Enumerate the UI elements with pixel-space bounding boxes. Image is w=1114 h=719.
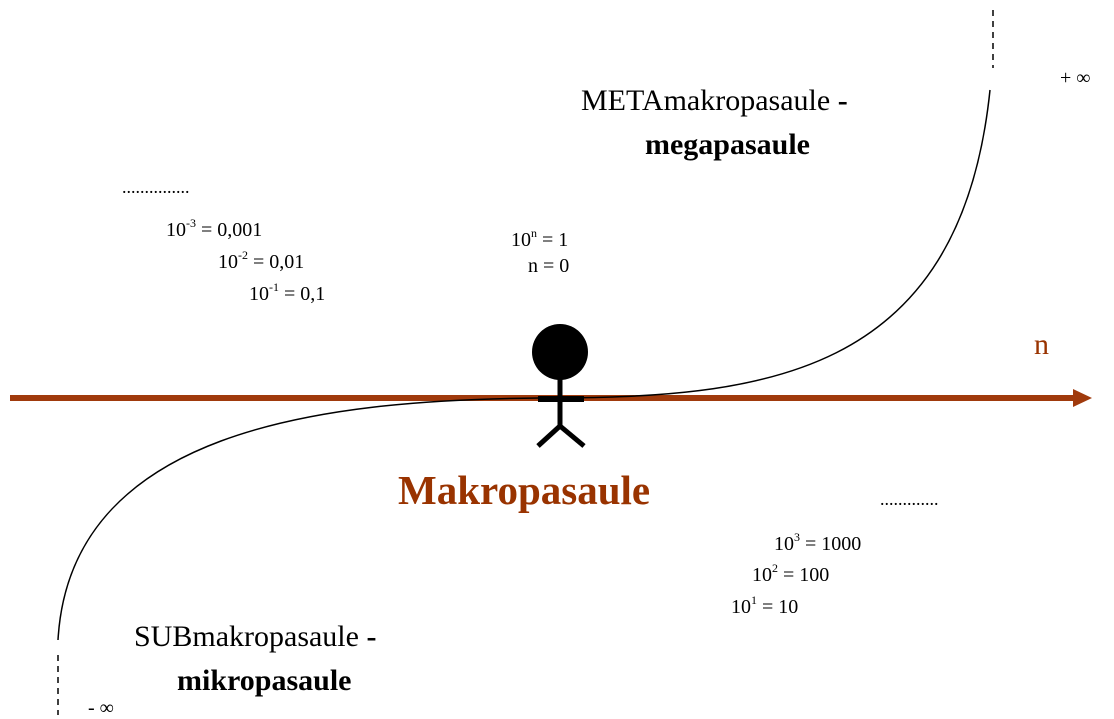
neg-power-1: 10-1 = 0,1 [249,281,326,305]
neg-power-2: 10-2 = 0,01 [218,249,305,273]
sub-label-text: SUBmakropasaule [134,620,359,653]
meta-label-text: METAmakropasaule [581,84,831,117]
pos-power-1-rest: = 10 [757,596,799,618]
center-eq-base: 10 [511,229,531,251]
pos-power-2-rest: = 100 [778,564,830,586]
pos-power-1-exp: 1 [751,593,757,607]
neg-power-3: 10-3 = 0,001 [166,217,263,241]
neg-power-1-base: 10 [249,283,269,305]
pos-power-1: 101 = 10 [731,594,799,618]
stick-figure-person-icon [532,324,588,448]
pos-power-1-base: 10 [731,596,751,618]
neg-power-1-rest: = 0,1 [279,283,326,305]
dots-left: ............... [122,177,190,197]
n-axis-arrowhead [1073,389,1092,407]
plus-infinity-label: + ∞ [1060,67,1091,89]
pos-power-2-exp: 2 [772,561,778,575]
megapasaule-label: megapasaule [645,128,810,161]
minus-infinity-label: - ∞ [88,697,114,719]
mikropasaule-label: mikropasaule [177,664,352,697]
makropasaule-title: Makropasaule [398,467,651,513]
neg-power-2-base: 10 [218,251,238,273]
neg-power-1-exp: -1 [269,280,279,294]
center-eq-exp: n [531,226,537,240]
center-eq-rest: = 1 [537,229,569,251]
sub-label: SUBmakropasaule - [134,622,376,652]
meta-label: METAmakropasaule - [581,86,848,116]
sub-label-dash: - [366,620,377,653]
dots-right: ............. [880,489,939,509]
pos-power-3-rest: = 1000 [800,533,862,555]
pos-power-3-exp: 3 [794,530,800,544]
neg-power-3-rest: = 0,001 [196,219,263,241]
pos-power-3: 103 = 1000 [774,531,862,555]
center-equation-n: n = 0 [528,255,570,277]
center-equation: 10n = 1 [511,227,569,251]
neg-power-3-exp: -3 [186,216,196,230]
pos-power-2-base: 10 [752,564,772,586]
axis-label-n: n [1034,328,1049,361]
pos-power-2: 102 = 100 [752,562,830,586]
pos-power-3-base: 10 [774,533,794,555]
s-curve-lower [57,397,541,641]
meta-label-dash: - [837,84,848,117]
neg-power-2-rest: = 0,01 [248,251,305,273]
neg-power-2-exp: -2 [238,248,248,262]
s-curve-upper [539,89,991,399]
neg-power-3-base: 10 [166,219,186,241]
